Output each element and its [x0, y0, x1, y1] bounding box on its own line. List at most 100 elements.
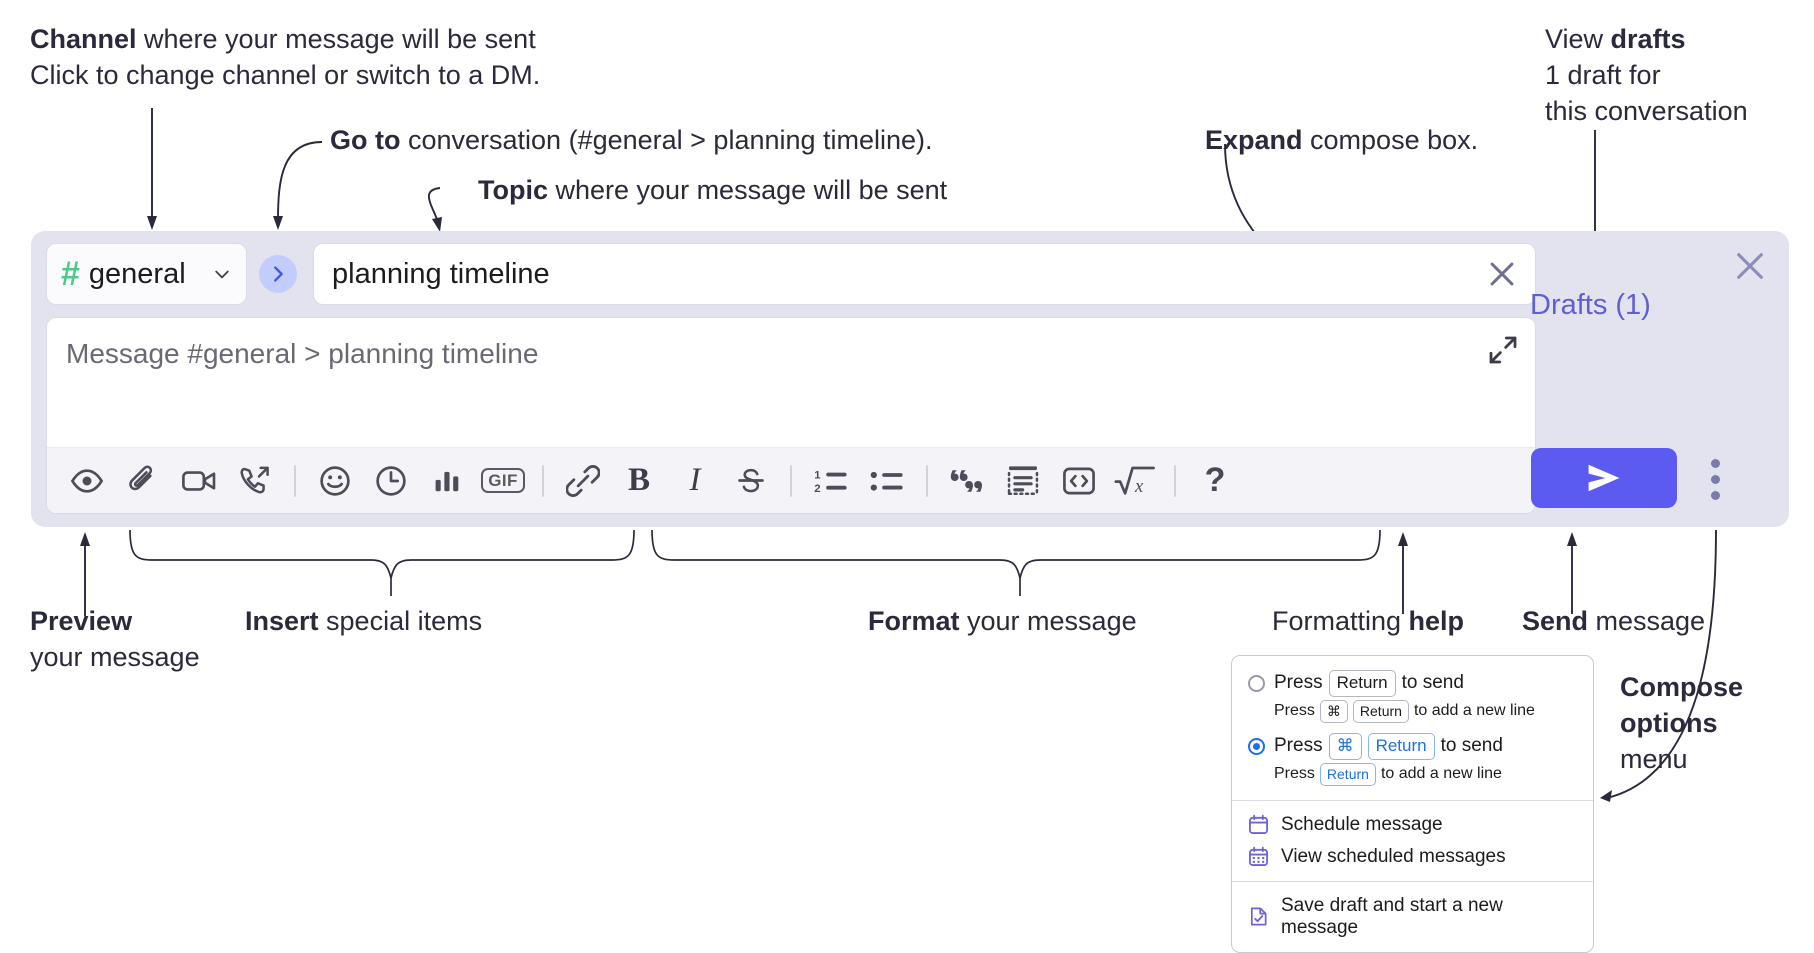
compose-header-row: # general planning timeline [46, 243, 1536, 305]
separator-1 [294, 464, 296, 497]
code-block-button[interactable] [995, 456, 1051, 506]
bold-button[interactable]: B [611, 456, 667, 506]
bold-icon: B [627, 462, 650, 498]
key-return: Return [1319, 762, 1376, 786]
annotation-topic-rest: where your message will be sent [548, 175, 948, 205]
video-clip-button[interactable] [171, 456, 227, 506]
annotation-drafts-line2: 1 draft for [1545, 60, 1661, 90]
formatting-help-button[interactable]: ? [1187, 456, 1243, 506]
send-button[interactable] [1531, 448, 1677, 508]
option2-tail-label: to send [1440, 735, 1503, 757]
annotation-channel-bold: Channel [30, 24, 137, 54]
menu-item-label: Save draft and start a new message [1281, 894, 1503, 938]
code-block-icon [1007, 465, 1039, 495]
separator-2 [542, 464, 544, 497]
smiley-icon [320, 465, 350, 496]
option2-sub-press-label: Press [1274, 765, 1315, 783]
annotation-channel-rest: where your message will be sent [136, 24, 536, 54]
emoji-button[interactable] [307, 456, 363, 506]
annotation-channel-sub: Click to change channel or switch to a D… [30, 60, 541, 90]
clear-topic-button[interactable] [1485, 257, 1519, 291]
annotation-preview: Preview [30, 606, 132, 638]
document-check-icon [1248, 906, 1269, 927]
option-press-return-to-send[interactable]: Press Return to send [1232, 666, 1593, 697]
close-compose-button[interactable] [1733, 249, 1767, 283]
code-button[interactable] [1051, 456, 1107, 506]
more-options-icon [1710, 458, 1720, 468]
attach-button[interactable] [115, 456, 171, 506]
annotation-preview-bold: Preview [30, 606, 133, 636]
more-options-icon-dot3 [1710, 490, 1720, 500]
bar-chart-icon [435, 471, 459, 491]
audio-clip-button[interactable] [227, 456, 283, 506]
option2-sub: Press Return to add a new line [1232, 760, 1593, 792]
option2-press-label: Press [1274, 735, 1323, 757]
compose-panel: # general planning timeline [31, 231, 1789, 527]
menu-item-save-draft[interactable]: Save draft and start a new message [1232, 890, 1593, 944]
link-button[interactable] [555, 456, 611, 506]
option2-main: Press ⌘ Return to send [1274, 732, 1503, 760]
annotation-expand: Expand compose box. [1205, 125, 1478, 157]
annotation-compose-options-bold1: Compose [1620, 672, 1744, 702]
math-button[interactable]: x [1107, 456, 1163, 506]
menu-divider-1 [1232, 799, 1593, 801]
option2-sub-tail-label: to add a new line [1380, 765, 1502, 783]
question-mark-icon: ? [1204, 461, 1226, 499]
separator-3 [790, 464, 792, 497]
annotation-help-rest: Formatting [1272, 606, 1409, 636]
reminder-button[interactable] [363, 456, 419, 506]
compose-options-menu: Press Return to send Press ⌘ Return to a… [1231, 655, 1594, 953]
paperclip-icon [129, 464, 153, 490]
option-press-cmd-return-to-send[interactable]: Press ⌘ Return to send [1232, 729, 1593, 760]
compose-options-button[interactable] [1703, 455, 1727, 503]
option1-sub: Press ⌘ Return to add a new line [1232, 697, 1593, 729]
menu-item-schedule-message[interactable]: Schedule message [1232, 809, 1593, 841]
drafts-link[interactable]: Drafts (1) [1530, 289, 1651, 321]
preview-button[interactable] [59, 456, 115, 506]
key-command: ⌘ [1319, 699, 1348, 723]
poll-button[interactable] [419, 456, 475, 506]
annotation-send-bold: Send [1522, 606, 1589, 636]
send-icon [1588, 464, 1620, 492]
topic-input[interactable]: planning timeline [313, 243, 1536, 305]
annotation-goto-bold: Go to [330, 125, 401, 155]
annotation-topic-bold: Topic [478, 175, 548, 205]
square-root-icon: x [1114, 466, 1155, 497]
message-input-box[interactable]: Message #general > planning timeline [46, 317, 1536, 514]
more-options-icon-dot2 [1710, 474, 1720, 484]
annotation-compose-options-l3: menu [1620, 744, 1688, 774]
close-icon [1490, 262, 1514, 286]
option1-press-label: Press [1274, 672, 1323, 694]
annotation-help-bold: help [1408, 606, 1465, 636]
annotation-goto-rest: conversation (#general > planning timeli… [400, 125, 933, 155]
expand-compose-button[interactable] [1487, 334, 1519, 366]
bulleted-list-button[interactable] [859, 456, 915, 506]
svg-text:1: 1 [814, 469, 821, 481]
channel-selector[interactable]: # general [46, 243, 247, 305]
radio-selected-icon [1248, 737, 1265, 755]
ordered-list-button[interactable]: 1 2 [803, 456, 859, 506]
annotation-insert-bold: Insert [245, 606, 319, 636]
go-to-conversation-button[interactable] [259, 255, 297, 293]
svg-text:2: 2 [814, 482, 820, 494]
key-command: ⌘ [1328, 732, 1362, 760]
code-icon [1063, 467, 1095, 494]
italic-button[interactable]: I [667, 456, 723, 506]
link-icon [566, 464, 600, 497]
annotation-preview-line2: your message [30, 642, 200, 672]
annotation-send-rest: message [1588, 606, 1706, 636]
key-return: Return [1328, 670, 1396, 697]
blockquote-button[interactable] [939, 456, 995, 506]
annotation-compose-options-l1: Compose [1620, 672, 1743, 704]
strikethrough-button[interactable] [723, 456, 779, 506]
channel-name: general [88, 257, 186, 290]
calendar-grid-icon [1248, 846, 1269, 867]
annotation-insert: Insert special items [245, 606, 482, 638]
gif-button[interactable]: GIF [475, 456, 531, 506]
menu-item-view-scheduled-messages[interactable]: View scheduled messages [1232, 841, 1593, 873]
compose-inner: # general planning timeline [46, 243, 1536, 514]
annotation-format-rest: your message [959, 606, 1137, 636]
separator-5 [1174, 464, 1176, 497]
annotation-send: Send message [1522, 606, 1705, 638]
annotation-compose-options-l2: options [1620, 708, 1717, 740]
